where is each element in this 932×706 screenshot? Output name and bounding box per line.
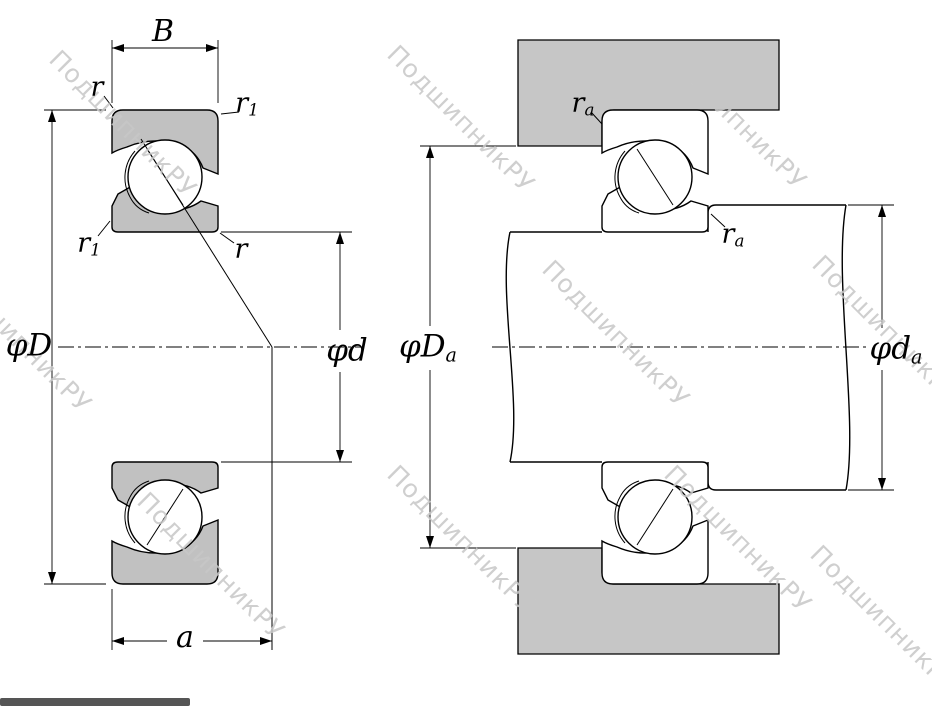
dim-a: [111, 589, 272, 650]
dim-label-phi-d: φd: [326, 332, 368, 369]
shaft: [505, 204, 851, 491]
dim-phi-d: [221, 231, 352, 463]
dim-label-r-mid: r: [234, 233, 248, 265]
dim-phi-D: [44, 109, 106, 585]
dim-label-r1-mid: r1: [77, 227, 101, 260]
watermark-text: ПодшипникРУ: [805, 539, 932, 698]
bearing-section-right-top: [601, 109, 709, 233]
watermark-text: ПодшипникРУ: [807, 249, 932, 408]
dim-label-a: a: [176, 620, 194, 655]
dim-label-B: B: [151, 14, 175, 49]
contact-angle-line: [140, 138, 273, 348]
watermark-text: ПодшипникРУ: [537, 254, 696, 413]
watermark-layer: ПодшипникРУ ПодшипникРУ ПодшипникРУ Подш…: [0, 36, 932, 698]
watermark-text: ПодшипникРУ: [382, 39, 541, 198]
dim-label-phi-Da: φDa: [398, 328, 458, 367]
dim-B: [111, 40, 219, 103]
dim-label-phi-da: φda: [869, 330, 923, 369]
shaft-break-left: [505, 231, 515, 463]
dim-label-ra-top: ra: [571, 87, 595, 120]
dim-label-ra-mid: ra: [721, 218, 745, 251]
radius-leaders: [97, 95, 726, 244]
dimensions: [44, 40, 894, 650]
left-view: [58, 109, 362, 650]
dim-label-r-top: r: [90, 71, 104, 103]
dim-phi-da: [848, 204, 894, 491]
dim-label-r1-top: r1: [235, 87, 259, 120]
dim-label-phi-D: φD: [5, 327, 53, 364]
right-view: [492, 39, 868, 655]
shaft-break-right: [841, 204, 851, 491]
watermark-text: ПодшипникРУ: [382, 459, 541, 618]
cropped-table-edge: [0, 698, 190, 706]
dim-phi-Da: [420, 145, 516, 549]
